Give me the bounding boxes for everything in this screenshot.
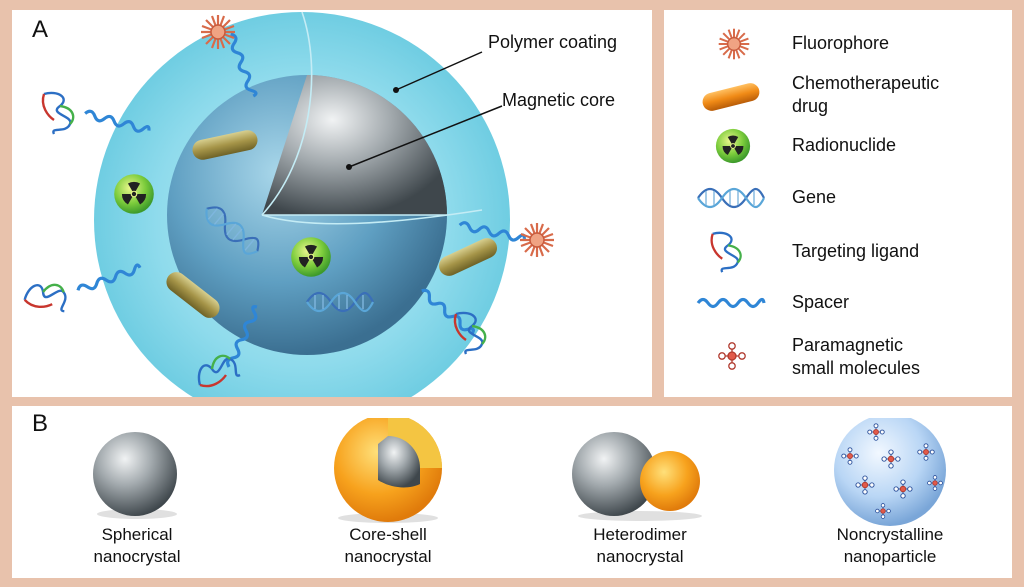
legend-item-radionuclide: Radionuclide — [664, 126, 1012, 166]
targeting-ligand-icon — [710, 231, 742, 274]
legend-item-ligand: Targeting ligand — [664, 230, 1012, 276]
spherical-nanocrystal-label: Spherical nanocrystal — [93, 525, 181, 566]
panel-b-label: B — [32, 410, 49, 437]
legend-label: Gene — [792, 187, 837, 207]
chemotherapeutic-drug-icon — [702, 83, 760, 111]
fluorophore-icon — [717, 27, 751, 61]
legend-item-spacer: Spacer — [664, 283, 1012, 323]
radionuclide-icon — [715, 128, 751, 164]
magnetic-core-leader — [348, 105, 503, 168]
fluorophore-marker — [199, 13, 237, 51]
noncrystalline-nanoparticle: Noncrystalline nanoparticle — [780, 406, 1000, 578]
drug-capsule — [166, 272, 220, 318]
legend-panel: Fluorophore Chemotherapeutic drug Radion… — [664, 10, 1012, 397]
noncrystalline-nanoparticle-icon — [834, 418, 946, 526]
targeting-ligand-marker — [22, 272, 76, 322]
polymer-coating-label: Polymer coating — [488, 32, 618, 52]
legend-item-fluorophore: Fluorophore — [664, 24, 1012, 64]
noncrystalline-nanoparticle-label: Noncrystalline nanoparticle — [836, 525, 944, 566]
legend-label: Spacer — [792, 292, 850, 312]
legend-label: Targeting ligand — [792, 241, 920, 261]
drug-capsule — [192, 130, 258, 160]
legend-label: Chemotherapeutic drug — [792, 73, 940, 116]
coating-wireframe — [261, 11, 483, 225]
targeting-ligand-marker — [41, 91, 75, 136]
legend-item-drug: Chemotherapeutic drug — [664, 72, 1012, 122]
legend-label: Fluorophore — [792, 33, 890, 53]
panel-b: B Spherical nanocrystal Core-shell nanoc… — [12, 406, 1012, 578]
spacer-icon — [696, 297, 766, 309]
gene-icon — [696, 187, 766, 209]
panel-a-label: A — [32, 16, 49, 43]
paramagnetic-molecule-icon — [718, 342, 746, 370]
drug-capsule — [438, 238, 498, 276]
polymer-coating-leader — [395, 51, 483, 91]
legend-item-gene: Gene — [664, 178, 1012, 218]
spherical-nanocrystal-icon — [93, 432, 177, 519]
fluorophore-marker — [518, 221, 556, 259]
legend-label: Radionuclide — [792, 135, 897, 155]
heterodimer-nanocrystal-label: Heterodimer nanocrystal — [593, 525, 687, 566]
legend-label: Paramagnetic small molecules — [792, 335, 921, 378]
radionuclide-marker — [291, 237, 331, 277]
core-shell-nanocrystal-label: Core-shell nanocrystal — [344, 525, 432, 566]
spherical-nanocrystal: Spherical nanocrystal — [27, 406, 247, 578]
core-shell-nanocrystal-icon — [334, 418, 442, 523]
magnetic-core-label: Magnetic core — [502, 90, 616, 110]
nanoparticle-illustration — [22, 11, 556, 397]
core-shell-nanocrystal: Core-shell nanocrystal — [278, 406, 498, 578]
panel-a: A — [12, 10, 652, 397]
legend-item-paramagnetic: Paramagnetic small molecules — [664, 332, 1012, 382]
heterodimer-nanocrystal: Heterodimer nanocrystal — [530, 406, 750, 578]
heterodimer-nanocrystal-icon — [572, 432, 702, 521]
radionuclide-marker — [114, 174, 154, 214]
